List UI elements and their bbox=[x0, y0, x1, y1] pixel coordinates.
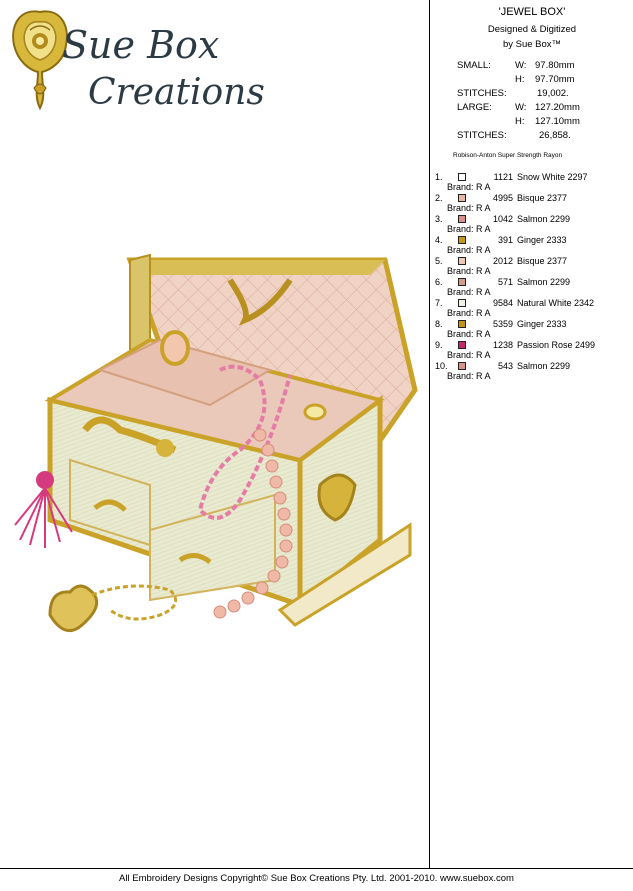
design-title: 'JEWEL BOX' bbox=[498, 6, 566, 18]
jewel-box-illustration bbox=[14, 253, 418, 633]
sue-box-logo: Sue Box Creations bbox=[12, 10, 265, 113]
color-name: Natural White 2342 bbox=[517, 298, 595, 308]
color-code: 2012 bbox=[492, 256, 513, 266]
color-swatch bbox=[458, 299, 466, 307]
designed-by-line: Designed & Digitized bbox=[487, 24, 577, 35]
color-swatch bbox=[458, 341, 466, 349]
large-stitches-label: STITCHES: bbox=[457, 130, 507, 141]
color-brand: Brand: R A bbox=[447, 287, 491, 297]
color-brand: Brand: R A bbox=[447, 371, 491, 381]
color-row: 6. 571 Salmon 2299 Brand: R A bbox=[431, 277, 633, 298]
color-brand: Brand: R A bbox=[447, 329, 491, 339]
color-brand: Brand: R A bbox=[447, 182, 491, 192]
color-swatch bbox=[458, 194, 466, 202]
color-brand: Brand: R A bbox=[447, 203, 491, 213]
color-row: 5. 2012 Bisque 2377 Brand: R A bbox=[431, 256, 633, 277]
large-stitches: 26,858. bbox=[539, 130, 571, 141]
color-swatch bbox=[458, 362, 466, 370]
large-label: LARGE: bbox=[457, 102, 492, 113]
color-number: 8. bbox=[435, 319, 443, 329]
logo-line2: Creations bbox=[88, 72, 265, 113]
color-number: 2. bbox=[435, 193, 443, 203]
color-code: 1238 bbox=[492, 340, 513, 350]
color-code: 1042 bbox=[492, 214, 513, 224]
color-row: 8. 5359 Ginger 2333 Brand: R A bbox=[431, 319, 633, 340]
color-number: 9. bbox=[435, 340, 443, 350]
color-brand: Brand: R A bbox=[447, 224, 491, 234]
color-row: 7. 9584 Natural White 2342 Brand: R A bbox=[431, 298, 633, 319]
large-h-label: H: bbox=[515, 116, 525, 127]
color-brand: Brand: R A bbox=[447, 266, 491, 276]
color-code: 571 bbox=[497, 277, 513, 287]
color-code: 9584 bbox=[492, 298, 513, 308]
color-name: Salmon 2299 bbox=[517, 361, 571, 371]
color-brand: Brand: R A bbox=[447, 350, 491, 360]
small-height: 97.70mm bbox=[535, 74, 575, 85]
color-row: 2. 4995 Bisque 2377 Brand: R A bbox=[431, 193, 633, 214]
large-width: 127.20mm bbox=[535, 102, 580, 113]
color-row: 9. 1238 Passion Rose 2499 Brand: R A bbox=[431, 340, 633, 361]
small-w-label: W: bbox=[515, 60, 527, 71]
color-number: 10. bbox=[435, 361, 448, 371]
color-number: 7. bbox=[435, 298, 443, 308]
color-number: 1. bbox=[435, 172, 443, 182]
large-height: 127.10mm bbox=[535, 116, 580, 127]
logo-line1: Sue Box bbox=[62, 23, 219, 67]
color-swatch bbox=[458, 257, 466, 265]
logo-emblem-icon bbox=[12, 10, 68, 111]
color-swatch bbox=[458, 215, 466, 223]
color-code: 391 bbox=[497, 235, 513, 245]
small-stitches-label: STITCHES: bbox=[457, 88, 507, 99]
color-swatch bbox=[458, 236, 466, 244]
color-row: 10. 543 Salmon 2299 Brand: R A bbox=[431, 361, 633, 382]
color-swatch bbox=[458, 173, 466, 181]
color-name: Passion Rose 2499 bbox=[517, 340, 596, 350]
color-code: 543 bbox=[497, 361, 513, 371]
column-divider bbox=[429, 0, 430, 868]
color-number: 4. bbox=[435, 235, 443, 245]
thread-brand: Robison-Anton Super Strength Rayon bbox=[453, 152, 563, 159]
color-code: 1121 bbox=[493, 172, 513, 182]
color-brand: Brand: R A bbox=[447, 308, 491, 318]
small-stitches: 19,002. bbox=[537, 88, 569, 99]
color-name: Salmon 2299 bbox=[517, 214, 571, 224]
color-row: 4. 391 Ginger 2333 Brand: R A bbox=[431, 235, 633, 256]
large-w-label: W: bbox=[515, 102, 527, 113]
color-number: 5. bbox=[435, 256, 443, 266]
footer-divider bbox=[0, 868, 633, 869]
color-brand: Brand: R A bbox=[447, 245, 491, 255]
color-name: Snow White 2297 bbox=[517, 172, 588, 182]
designer-line: by Sue Box™ bbox=[502, 39, 562, 50]
color-code: 5359 bbox=[492, 319, 513, 329]
small-label: SMALL: bbox=[457, 60, 491, 71]
color-row: 3. 1042 Salmon 2299 Brand: R A bbox=[431, 214, 633, 235]
color-swatch bbox=[458, 320, 466, 328]
color-code: 4995 bbox=[492, 193, 513, 203]
small-width: 97.80mm bbox=[535, 60, 575, 71]
color-number: 6. bbox=[435, 277, 443, 287]
color-name: Salmon 2299 bbox=[517, 277, 571, 287]
color-swatch bbox=[458, 278, 466, 286]
small-h-label: H: bbox=[515, 74, 525, 85]
color-name: Bisque 2377 bbox=[517, 256, 568, 266]
color-name: Ginger 2333 bbox=[517, 235, 567, 245]
color-name: Bisque 2377 bbox=[517, 193, 568, 203]
color-row: 1. 1121 Snow White 2297 Brand: R A bbox=[431, 172, 633, 193]
color-name: Ginger 2333 bbox=[517, 319, 567, 329]
copyright-footer: All Embroidery Designs Copyright© Sue Bo… bbox=[119, 873, 514, 884]
color-number: 3. bbox=[435, 214, 443, 224]
